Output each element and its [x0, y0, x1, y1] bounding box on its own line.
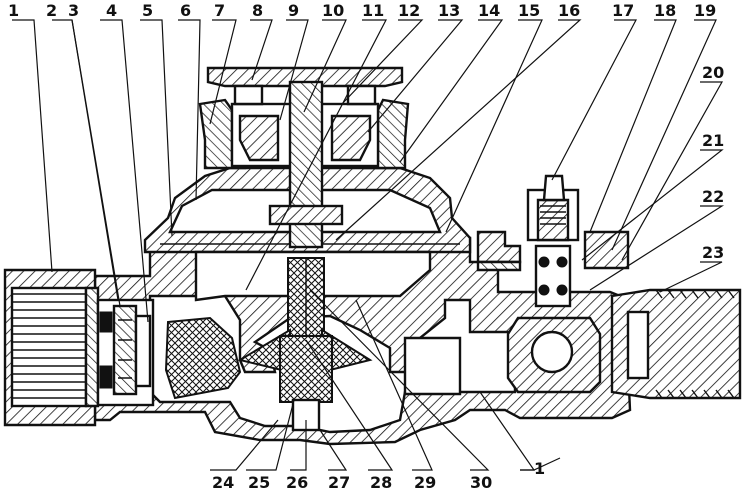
callout-26: 26 [286, 473, 308, 492]
callout-10: 10 [322, 1, 344, 20]
callout-9: 9 [288, 1, 299, 20]
filter-assembly [96, 298, 242, 407]
callout-labels-bottom: 24 25 26 27 28 29 30 1 [212, 459, 545, 492]
callout-23: 23 [702, 243, 724, 262]
callout-18: 18 [654, 1, 676, 20]
callout-labels-top: 1 2 3 4 5 6 7 8 9 10 11 12 13 14 15 16 1… [8, 1, 716, 20]
callout-19: 19 [694, 1, 716, 20]
callout-20: 20 [702, 63, 724, 82]
callout-30: 30 [470, 473, 492, 492]
callout-15: 15 [518, 1, 540, 20]
callout-4: 4 [106, 1, 117, 20]
callout-labels-right: 20 21 22 23 [702, 63, 724, 262]
callout-24: 24 [212, 473, 234, 492]
callout-28: 28 [370, 473, 392, 492]
pilot-valve [476, 174, 630, 394]
callout-6: 6 [180, 1, 191, 20]
callout-13: 13 [438, 1, 460, 20]
inlet-threaded-fitting [3, 268, 100, 427]
callout-14: 14 [478, 1, 500, 20]
callout-3: 3 [68, 1, 79, 20]
callout-7: 7 [214, 1, 225, 20]
callout-29: 29 [414, 473, 436, 492]
callout-22: 22 [702, 187, 724, 206]
callout-11: 11 [362, 1, 384, 20]
callout-16: 16 [558, 1, 580, 20]
callout-12: 12 [398, 1, 420, 20]
callout-1-bottom: 1 [534, 459, 545, 478]
callout-1: 1 [8, 1, 19, 20]
callout-21: 21 [702, 131, 724, 150]
leader-lines [12, 19, 725, 471]
callout-17: 17 [612, 1, 634, 20]
valve-stem [237, 80, 373, 432]
callout-2: 2 [46, 1, 57, 20]
callout-5: 5 [142, 1, 153, 20]
spring-cap [198, 66, 410, 170]
callout-8: 8 [252, 1, 263, 20]
callout-27: 27 [328, 473, 350, 492]
callout-25: 25 [248, 473, 270, 492]
outlet-threaded-fitting [610, 288, 742, 400]
